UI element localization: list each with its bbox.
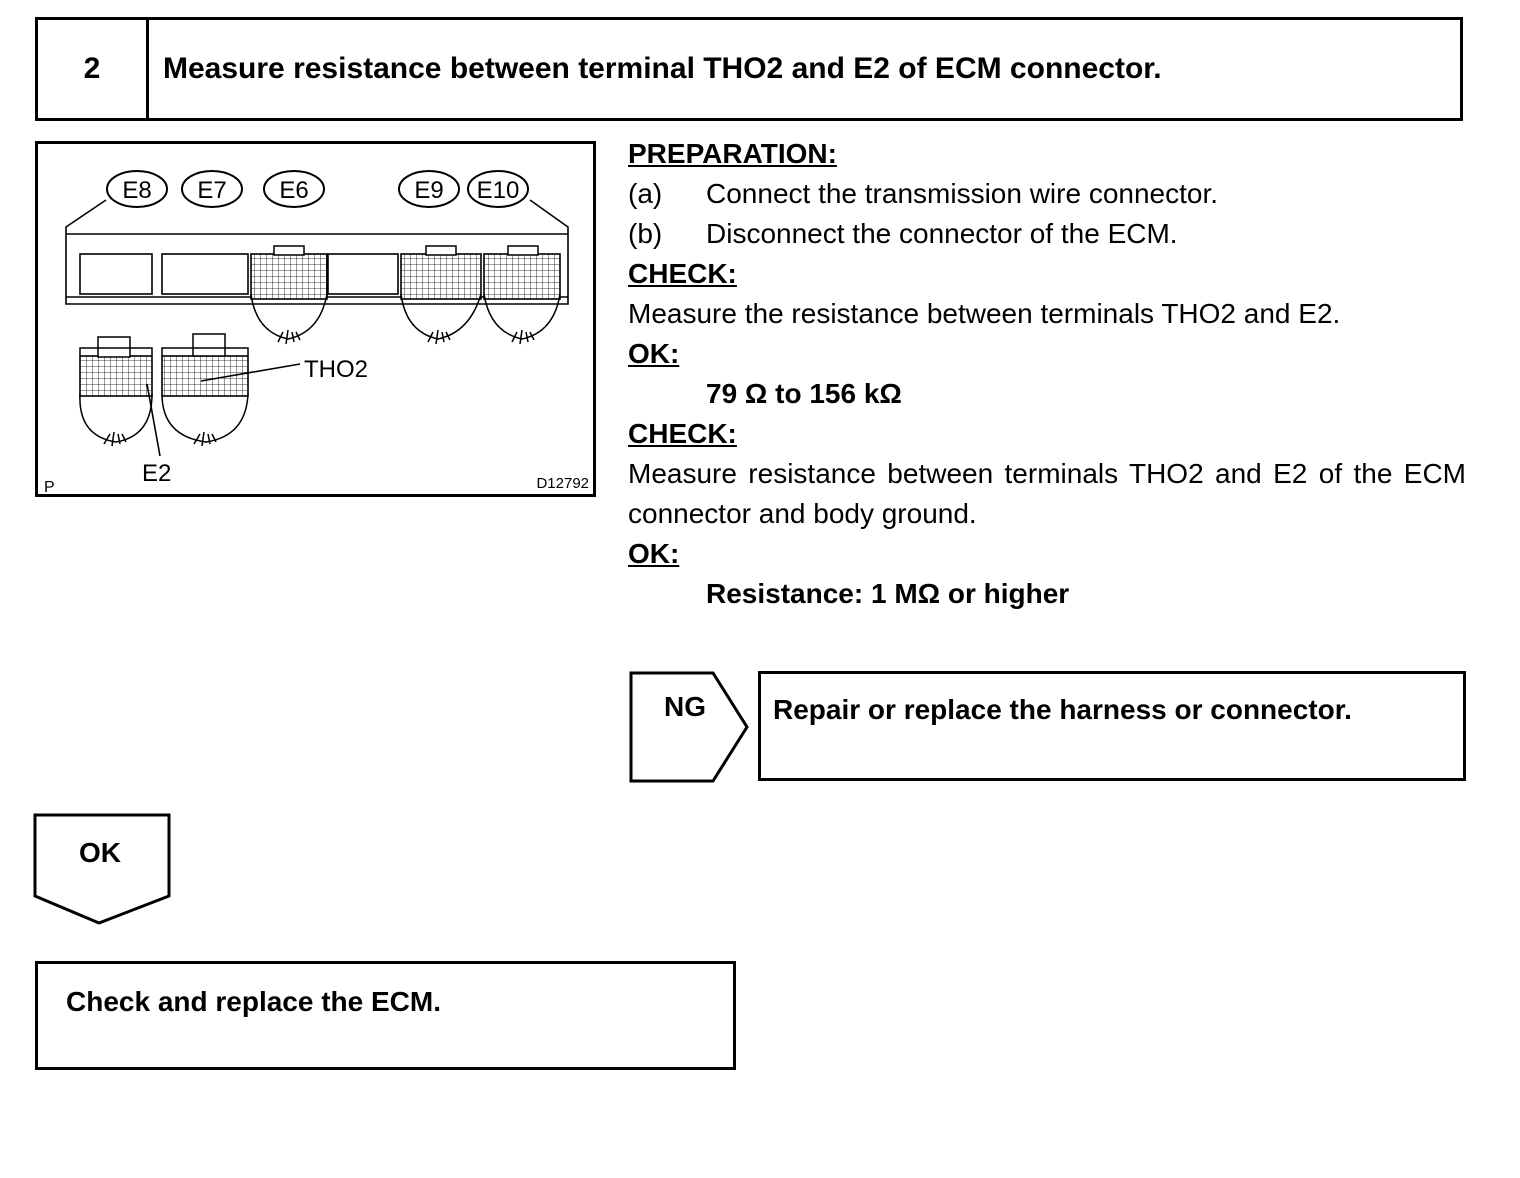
preparation-heading: PREPARATION:: [628, 138, 837, 169]
prep-item-label: (a): [628, 178, 663, 209]
ng-action-box: Repair or replace the harness or connect…: [758, 671, 1466, 781]
connector-label-e8: E8: [106, 170, 168, 208]
ecm-socket-e9: [400, 245, 482, 345]
svg-text:E10: E10: [477, 177, 520, 204]
ecm-socket-e6: [250, 245, 328, 345]
check-heading-1: CHECK:: [628, 258, 737, 289]
tho2-leader-line: [200, 363, 301, 382]
prep-item-text: Connect the transmission wire connector.: [706, 178, 1219, 209]
check-text-2: Measure resistance between terminals THO…: [628, 458, 1466, 529]
prep-item-text: Disconnect the connector of the ECM.: [706, 218, 1178, 249]
prep-item-a: (a) Connect the transmission wire connec…: [628, 174, 1466, 214]
ok-action-box: Check and replace the ECM.: [35, 961, 736, 1070]
e2-leader-line: [146, 383, 161, 457]
ng-action-text: Repair or replace the harness or connect…: [773, 694, 1352, 725]
procedure-text: PREPARATION: (a) Connect the transmissio…: [628, 134, 1466, 614]
tho2-label: THO2: [304, 356, 368, 383]
loose-connector-e8: [79, 336, 153, 447]
step-header: 2 Measure resistance between terminal TH…: [35, 17, 1463, 121]
ok-value-2: Resistance: 1 MΩ or higher: [706, 578, 1070, 609]
ok-heading-2: OK:: [628, 538, 680, 569]
prep-item-b: (b) Disconnect the connector of the ECM.: [628, 214, 1466, 254]
connector-label-e10: E10: [467, 170, 529, 208]
ok-heading-1: OK:: [628, 338, 680, 369]
connector-label-e9: E9: [398, 170, 460, 208]
svg-text:E9: E9: [414, 177, 443, 204]
loose-connector-e7: [161, 333, 249, 447]
check-heading-2: CHECK:: [628, 418, 737, 449]
ok-arrow: OK: [33, 813, 173, 926]
svg-text:E8: E8: [122, 177, 151, 204]
prep-item-label: (b): [628, 218, 663, 249]
ok-label: OK: [79, 837, 121, 868]
connector-label-e6: E6: [263, 170, 325, 208]
ok-action-text: Check and replace the ECM.: [66, 986, 442, 1017]
check-text-1: Measure the resistance between terminals…: [628, 298, 1341, 329]
svg-text:E6: E6: [279, 177, 308, 204]
step-title: Measure resistance between terminal THO2…: [163, 52, 1162, 85]
ng-arrow: NG: [629, 671, 749, 783]
ng-label: NG: [664, 691, 706, 722]
step-number: 2: [38, 20, 149, 118]
ok-value-1: 79 Ω to 156 kΩ: [706, 378, 902, 409]
corner-mark: P: [44, 479, 55, 494]
figure-code: D12792: [536, 475, 589, 492]
e2-label: E2: [142, 460, 171, 487]
connector-label-e7: E7: [181, 170, 243, 208]
ecm-socket-e10: [483, 245, 561, 345]
svg-text:E7: E7: [197, 177, 226, 204]
ecm-connector-illustration: E8 E7 E6 E9 E10: [35, 141, 596, 497]
